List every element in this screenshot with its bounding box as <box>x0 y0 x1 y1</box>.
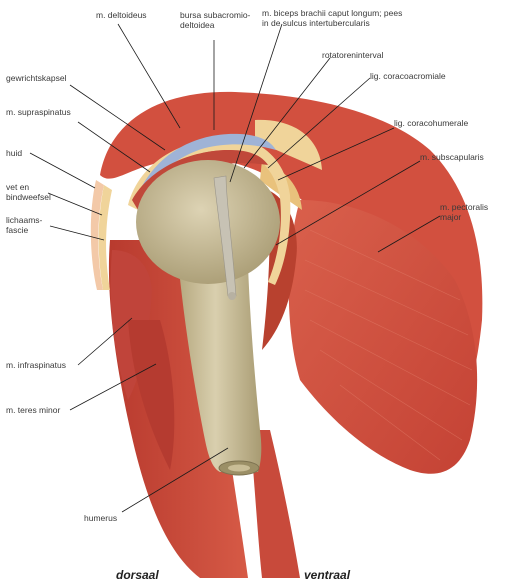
label-gewrichtskapsel: gewrichtskapsel <box>6 73 66 83</box>
label-bursa: bursa subacromio- deltoidea <box>180 10 250 30</box>
label-rotatoreninterval: rotatoreninterval <box>322 50 383 60</box>
label-bursa-line2: deltoidea <box>180 20 250 30</box>
label-coracohumerale: lig. coracohumerale <box>394 118 468 128</box>
label-vet: vet en bindweefsel <box>6 182 51 202</box>
orientation-ventral: ventraal <box>304 568 350 582</box>
label-huid: huid <box>6 148 22 158</box>
label-biceps-line1: m. biceps brachii caput longum; pees <box>262 8 402 18</box>
orientation-dorsal: dorsaal <box>116 568 159 582</box>
label-lichaams-line2: fascie <box>6 225 42 235</box>
label-coracoacromiale: lig. coracoacromiale <box>370 71 446 81</box>
label-pectoralis-line1: m. pectoralis <box>440 202 488 212</box>
label-lichaamsfascie: lichaams- fascie <box>6 215 42 235</box>
label-supraspinatus: m. supraspinatus <box>6 107 71 117</box>
humerus-head <box>136 160 280 284</box>
label-vet-line1: vet en <box>6 182 51 192</box>
label-bursa-line1: bursa subacromio- <box>180 10 250 20</box>
humerus-cut-end-inner <box>228 465 250 472</box>
biceps-tendon-end <box>228 292 236 300</box>
label-humerus: humerus <box>84 513 117 523</box>
label-deltoideus: m. deltoideus <box>96 10 147 20</box>
label-lichaams-line1: lichaams- <box>6 215 42 225</box>
label-teres-minor: m. teres minor <box>6 405 60 415</box>
label-pectoralis: m. pectoralis major <box>440 202 488 222</box>
label-biceps: m. biceps brachii caput longum; pees in … <box>262 8 402 28</box>
label-vet-line2: bindweefsel <box>6 192 51 202</box>
label-biceps-line2: in de sulcus intertubercularis <box>262 18 402 28</box>
label-pectoralis-line2: major <box>440 212 488 222</box>
label-subscapularis: m. subscapularis <box>420 152 484 162</box>
label-infraspinatus: m. infraspinatus <box>6 360 66 370</box>
